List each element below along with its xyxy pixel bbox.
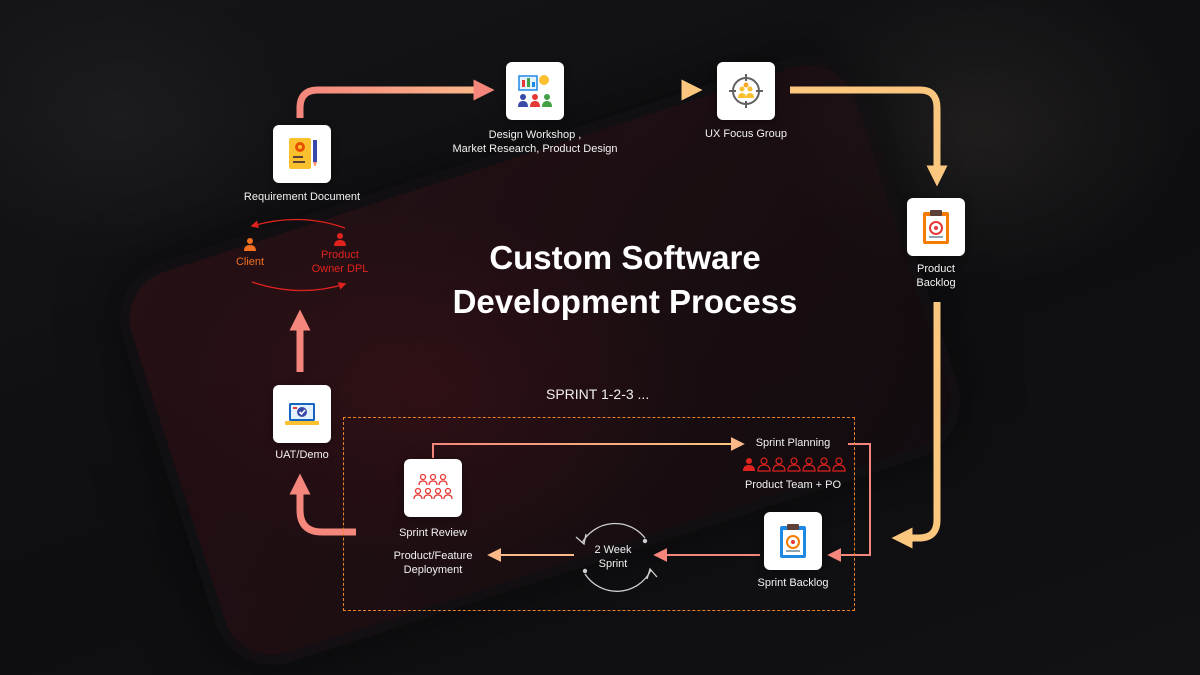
product-owner-person-icon <box>334 233 346 246</box>
arrow-req-to-design <box>296 79 495 118</box>
design-workshop-label-line-1: Design Workshop , <box>488 129 582 141</box>
product-backlog-label-line-1: Product <box>917 263 955 275</box>
two-week-sprint-line-2: Sprint <box>598 558 628 570</box>
product-backlog-label: Product Backlog <box>890 262 982 290</box>
requirement-document-label: Requirement Document <box>243 191 361 203</box>
client-label: Client <box>235 256 265 268</box>
sprint-review-node <box>404 459 462 517</box>
design-workshop-label-line-2: Market Research, Product Design <box>452 143 618 155</box>
deployment-label-line-1: Product/Feature <box>393 550 473 562</box>
client-person-icon <box>244 238 256 251</box>
target-group-icon <box>729 74 763 108</box>
cycle-dot <box>642 538 648 544</box>
sprint-backlog-label: Sprint Backlog <box>757 577 829 589</box>
sprint-review-label: Sprint Review <box>399 527 467 539</box>
uat-demo-node <box>273 385 331 443</box>
arrow-review-to-planning <box>432 437 745 458</box>
uat-demo-label: UAT/Demo <box>275 449 329 461</box>
document-gear-icon <box>289 138 317 169</box>
cycle-arc-bottom <box>584 569 652 592</box>
two-week-sprint-label: 2 Week Sprint <box>583 543 643 571</box>
clipboard-icon <box>923 210 949 244</box>
audience-icon <box>413 473 453 500</box>
two-week-sprint-line-1: 2 Week <box>594 544 632 556</box>
design-workshop-node <box>506 62 564 120</box>
product-backlog-node <box>907 198 965 256</box>
arrow-backlog-to-sprint-backlog <box>891 302 941 549</box>
design-workshop-label: Design Workshop , Market Research, Produ… <box>420 128 650 156</box>
sprint-container <box>343 417 855 611</box>
ux-focus-group-label: UX Focus Group <box>705 128 787 140</box>
deployment-label: Product/Feature Deployment <box>378 549 488 577</box>
ux-focus-group-node <box>717 62 775 120</box>
arrow-ux-to-backlog <box>790 86 948 187</box>
arrow-owner-to-client <box>250 218 346 229</box>
deployment-label-line-2: Deployment <box>403 564 463 576</box>
cycle-arrowhead-bottom <box>646 567 658 580</box>
arrow-planning-to-sprint-backlog <box>827 443 871 562</box>
sprint-title: SPRINT 1-2-3 ... <box>546 386 650 402</box>
product-team-people-icon <box>743 457 846 472</box>
page-title: Custom Software Development Process <box>420 236 830 324</box>
product-backlog-label-line-2: Backlog <box>916 277 956 289</box>
product-owner-label-line-1: Product <box>321 249 359 261</box>
product-team-label: Product Team + PO <box>744 479 842 491</box>
clipboard-icon <box>780 524 806 558</box>
sprint-backlog-node <box>764 512 822 570</box>
cycle-dot <box>582 568 588 574</box>
cycle-arc-top <box>581 522 646 544</box>
product-owner-label: Product Owner DPL <box>306 248 374 276</box>
laptop-check-icon <box>285 403 319 425</box>
title-line-1: Custom Software <box>489 239 761 276</box>
cycle-arrowhead-top <box>575 533 587 546</box>
arrow-review-to-uat <box>289 473 356 536</box>
workshop-team-icon <box>518 75 552 107</box>
title-line-2: Development Process <box>452 283 798 320</box>
arrow-client-to-owner <box>251 281 347 292</box>
sprint-planning-label: Sprint Planning <box>755 437 831 449</box>
requirement-document-node <box>273 125 331 183</box>
product-owner-label-line-2: Owner DPL <box>311 263 369 275</box>
